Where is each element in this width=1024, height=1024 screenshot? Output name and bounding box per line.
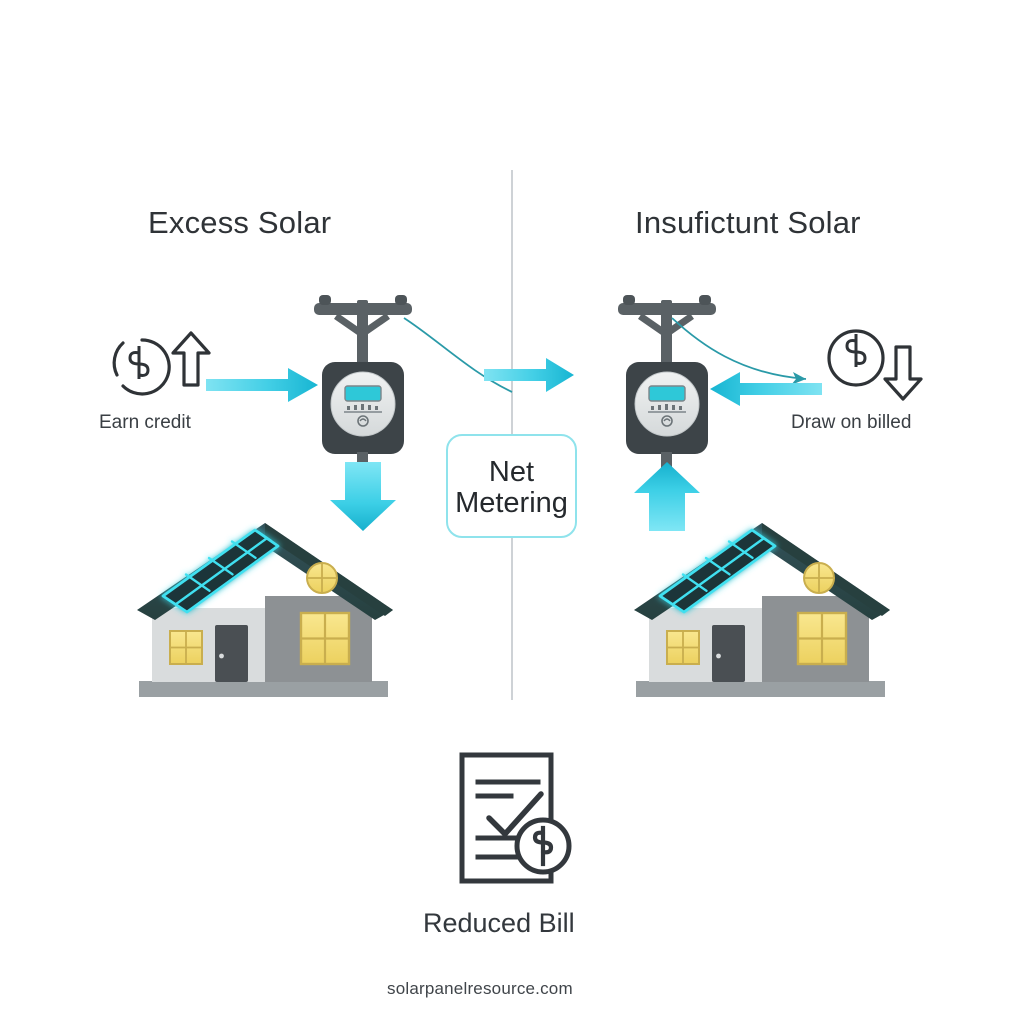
left-export-arrow (484, 358, 574, 392)
net-metering-badge-text: Net Metering (446, 456, 577, 520)
site-url-label: solarpanelresource.com (387, 979, 573, 998)
net-metering-line1: Net (488, 456, 535, 488)
left-downflow-arrow (330, 462, 396, 531)
right-panel-caption: Draw on billed (791, 412, 912, 433)
reduced-bill-label: Reduced Bill (423, 908, 575, 938)
dollar-circle-down-icon (827, 329, 923, 401)
net-metering-badge (446, 434, 577, 538)
right-panel-title: Insufictunt Solar (635, 205, 861, 240)
left-panel-caption: Earn credit (99, 412, 191, 433)
right-draw-arrow (710, 372, 822, 406)
left-utility-pole-and-meter (314, 295, 412, 480)
bill-document-dollar-icon (459, 752, 572, 884)
left-grid-wire (403, 317, 513, 393)
left-earn-credit-arrow (206, 368, 318, 402)
right-solar-panels (658, 528, 777, 614)
left-house (137, 504, 393, 697)
dollar-circle-up-icon (112, 331, 211, 396)
right-grid-wire (671, 317, 807, 385)
left-panel-title: Excess Solar (148, 205, 332, 240)
left-solar-panels (161, 504, 288, 614)
right-utility-pole-and-meter (618, 295, 716, 480)
right-house (634, 523, 890, 697)
net-metering-line2: Metering (455, 487, 568, 520)
right-upflow-arrow (634, 462, 700, 531)
